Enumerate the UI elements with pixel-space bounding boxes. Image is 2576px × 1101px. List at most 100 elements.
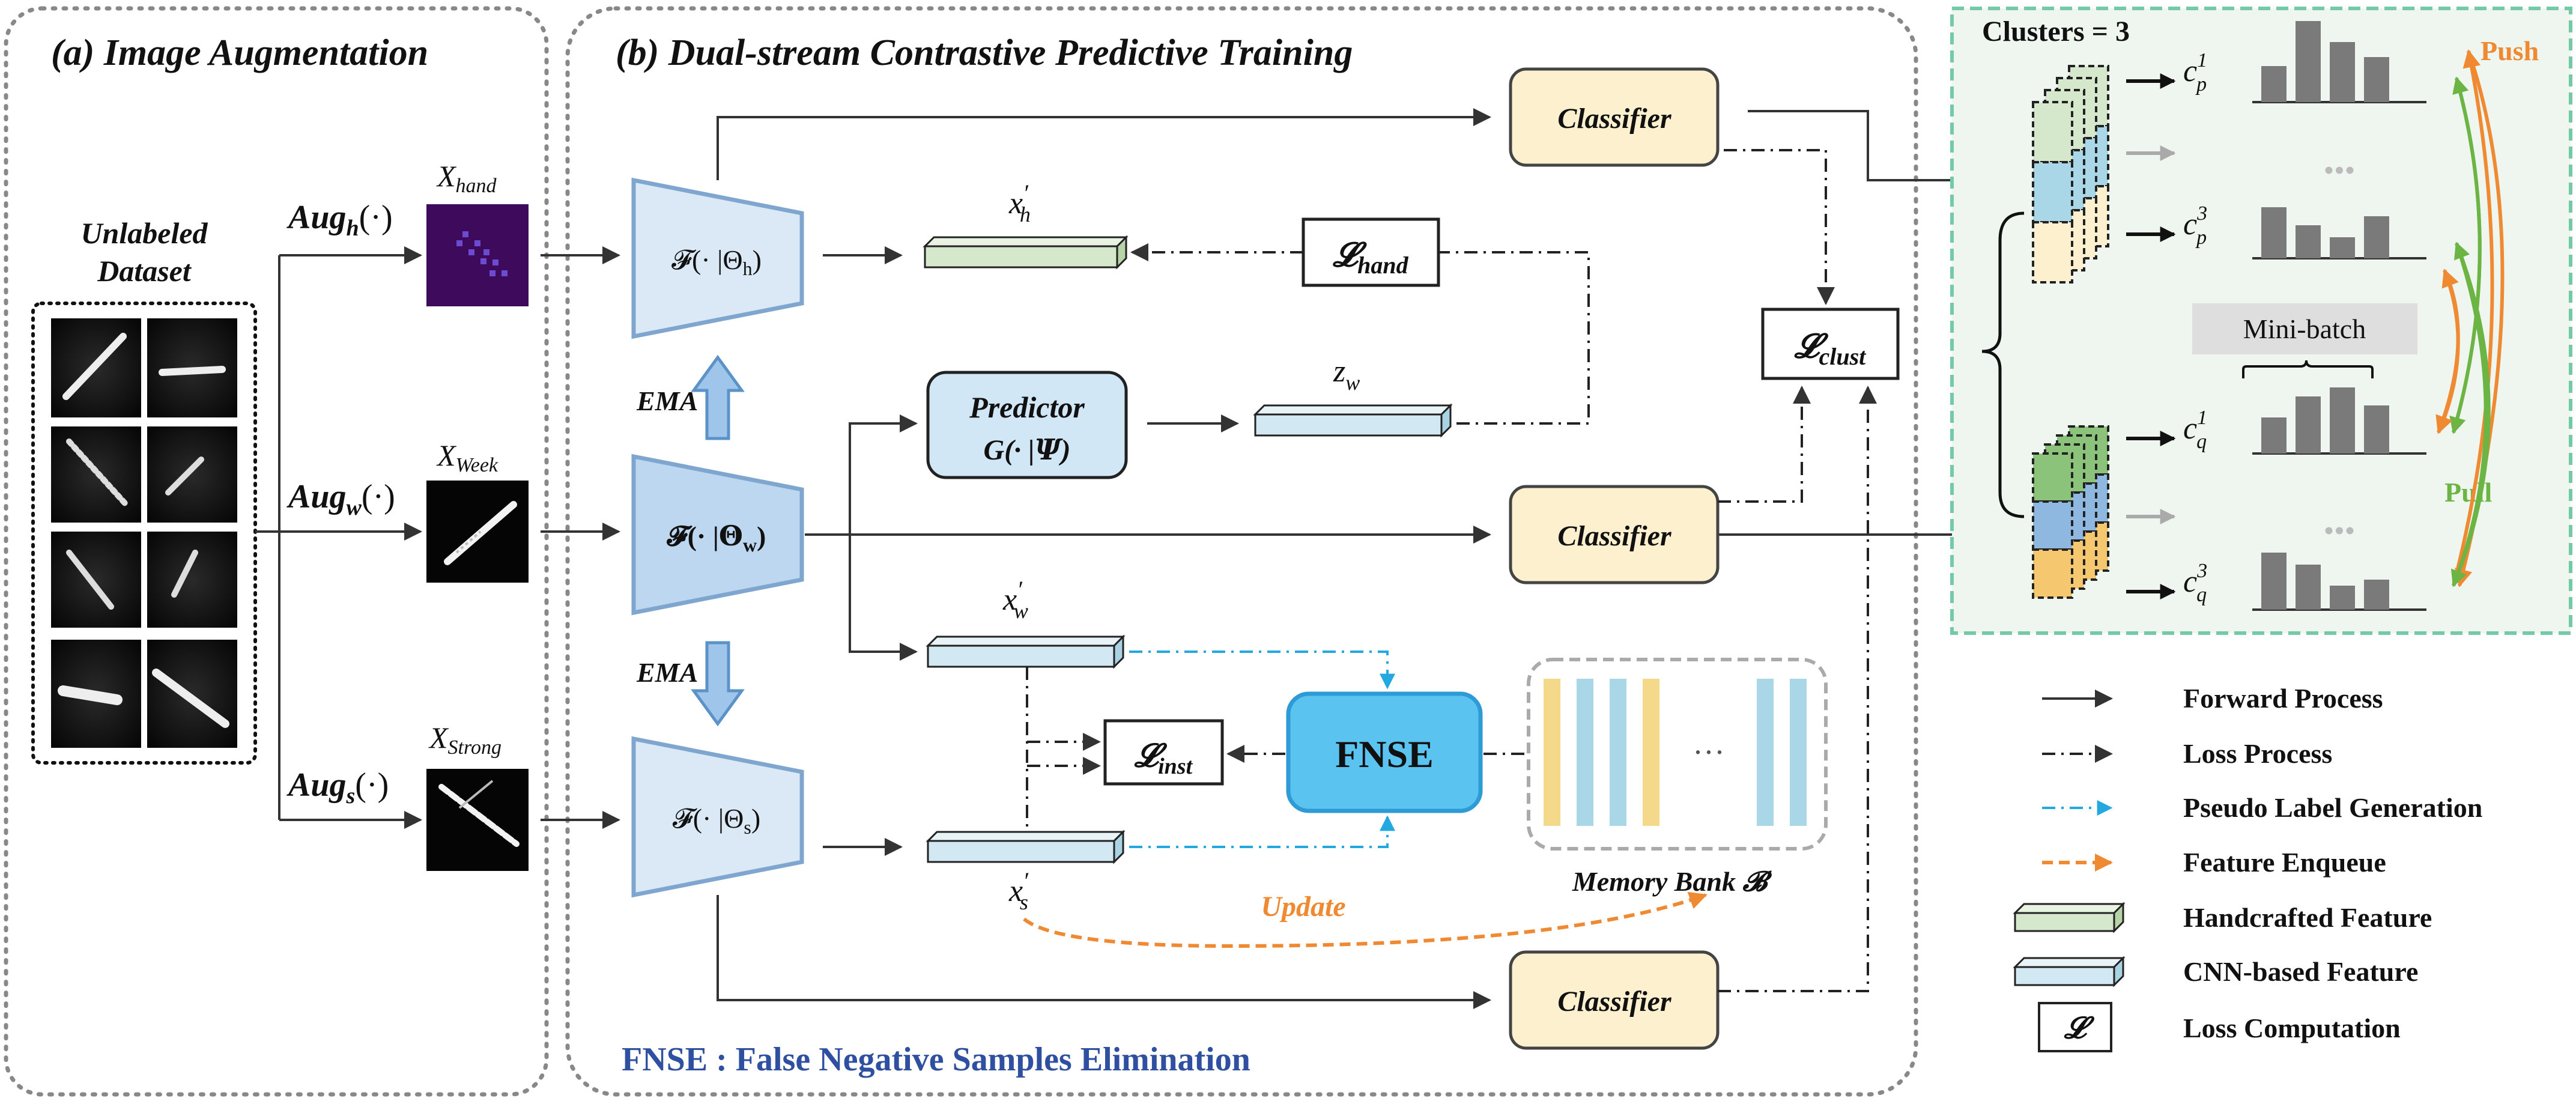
x-hand-label: Xhand: [436, 159, 497, 197]
cluster-brace: [1981, 211, 2025, 518]
legend-loss-label: Loss Process: [2183, 738, 2332, 769]
augmentation-branch-lines: [255, 246, 422, 829]
loss-hand-box: 𝓛hand: [1302, 217, 1440, 287]
panel-a-border: [4, 6, 549, 1097]
dataset-image-6: [147, 532, 237, 628]
svg-text:Classifier: Classifier: [1557, 986, 1672, 1018]
feature-xs-label: x′s: [1008, 867, 1029, 914]
dataset-image-5: [51, 532, 141, 628]
histogram-p3: [2252, 207, 2426, 259]
panel-b-border: [565, 6, 1918, 1097]
feature-zw-label: zw: [1333, 354, 1360, 395]
cluster-arrows: [2126, 73, 2176, 599]
panel-a-title: (a) Image Augmentation: [51, 32, 428, 73]
push-pull-arrows: [2435, 49, 2505, 587]
feature-xh: [923, 235, 1129, 270]
svg-text:𝓕(· |𝚯w): 𝓕(· |𝚯w): [667, 521, 766, 556]
legend-cnn-swatch: [2013, 956, 2126, 987]
pull-label: Pull: [2444, 477, 2492, 508]
legend-forward-label: Forward Process: [2183, 683, 2383, 714]
strong-augmented-image: [426, 769, 529, 871]
predictor-box: Predictor G(· |𝜳): [926, 371, 1128, 479]
pseudo-label-lines: [1129, 651, 1395, 848]
svg-text:𝓕(· |Θs): 𝓕(· |Θs): [673, 803, 760, 838]
loss-clust-box: 𝓛clust: [1761, 308, 1900, 380]
unlabeled-dataset: [31, 302, 257, 765]
svg-text:𝓕(· |Θh): 𝓕(· |Θh): [671, 244, 762, 279]
memory-bank-ellipsis: ···: [1693, 734, 1725, 770]
forward-lines: [717, 108, 2032, 1009]
svg-text:Classifier: Classifier: [1557, 520, 1672, 552]
memory-bank-label: Memory Bank 𝓑: [1572, 866, 1773, 897]
histogram-q1: [2252, 387, 2426, 455]
legend-loss-box: 𝓛: [2038, 1002, 2112, 1052]
x-weak-label: XWeek: [436, 438, 499, 476]
aug-strong-label: Augs(·): [286, 766, 389, 808]
svg-text:Mini-batch: Mini-batch: [2243, 314, 2366, 344]
ema-up-arrow: [691, 354, 745, 440]
fnse-caption: FNSE : False Negative Samples Eliminatio…: [622, 1041, 1250, 1078]
dataset-image-1: [51, 318, 141, 417]
feature-xh-label: x′h: [1008, 180, 1031, 226]
svg-text:FNSE: FNSE: [1335, 733, 1434, 775]
classifier-weak: Classifier: [1509, 485, 1720, 584]
panel-b-title: (b) Dual-stream Contrastive Predictive T…: [616, 32, 1353, 73]
mini-batch-badge: Mini-batch: [2192, 303, 2417, 354]
x-strong-label: XStrong: [428, 721, 502, 759]
feature-zw: [1253, 403, 1453, 438]
aug-weak-label: Augw(·): [286, 478, 395, 520]
histogram-q3: [2252, 553, 2426, 611]
dataset-image-4: [147, 426, 237, 523]
legend-pseudo-label: Pseudo Label Generation: [2183, 792, 2482, 823]
weak-augmented-image: [426, 481, 529, 583]
clusters-title: Clusters = 3: [1982, 16, 2130, 47]
dataset-image-8: [147, 640, 237, 748]
ema-label-top: EMA: [636, 386, 698, 416]
push-label: Push: [2481, 35, 2539, 66]
legend-handcrafted-label: Handcrafted Feature: [2183, 902, 2432, 933]
cluster-dots-q: •••: [2324, 514, 2356, 547]
histogram-p1: [2252, 21, 2426, 103]
legend-cnn-label: CNN-based Feature: [2183, 956, 2418, 987]
cluster-stack-q: [2032, 425, 2109, 599]
dataset-image-2: [147, 318, 237, 417]
update-label: Update: [1261, 891, 1345, 923]
classifier-strong: Classifier: [1509, 950, 1720, 1050]
memory-bank: [1527, 658, 1828, 851]
legend: Forward Process Loss Process Pseudo Labe…: [2013, 683, 2482, 1052]
dataset-label-line2: Dataset: [97, 254, 192, 288]
feature-xw: [926, 634, 1126, 669]
svg-text:G(· |𝜳): G(· |𝜳): [983, 434, 1070, 466]
svg-text:Predictor: Predictor: [969, 390, 1085, 424]
svg-text:Classifier: Classifier: [1557, 103, 1672, 135]
legend-losscomp-label: Loss Computation: [2183, 1013, 2401, 1043]
feature-xs: [926, 830, 1126, 864]
loss-lines: [1026, 149, 1877, 992]
classifier-hand: Classifier: [1509, 67, 1720, 167]
dataset-image-3: [51, 426, 141, 523]
cluster-dots-p: •••: [2324, 153, 2356, 187]
ema-label-bottom: EMA: [636, 657, 698, 688]
update-arrow: [1023, 891, 1708, 948]
encoder-strong: 𝓕(· |Θs): [631, 736, 804, 898]
loss-inst-box: 𝓛inst: [1103, 719, 1224, 786]
aug-hand-label: Augh(·): [286, 199, 393, 241]
encoder-weak: 𝓕(· |𝚯w): [631, 453, 804, 616]
encoder-hand: 𝓕(· |Θh): [631, 177, 804, 339]
dataset-image-7: [51, 640, 141, 748]
svg-text:𝓛hand: 𝓛hand: [1332, 237, 1408, 279]
hand-augmented-image: [426, 204, 529, 306]
fnse-box: FNSE: [1286, 691, 1483, 813]
feature-xw-label: x′w: [1002, 576, 1028, 623]
ema-down-arrow: [691, 641, 745, 727]
mini-batch-brace: [2242, 360, 2374, 378]
cluster-stack-p: [2032, 65, 2109, 284]
legend-handcrafted-swatch: [2013, 902, 2126, 933]
dataset-label-line1: Unlabeled: [80, 216, 208, 250]
legend-enqueue-label: Feature Enqueue: [2183, 847, 2386, 878]
